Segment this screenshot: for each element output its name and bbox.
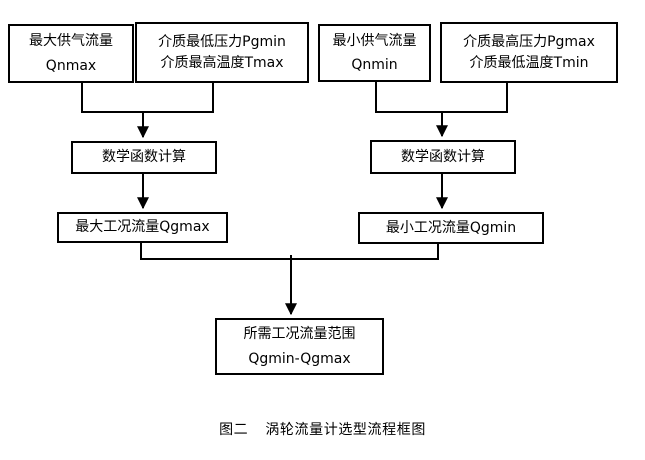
node-min-supply-flow-line-2: Qnmin	[351, 57, 398, 73]
node-max-pressure-min-temperature-line-2: 介质最低温度Tmin	[469, 55, 589, 71]
node-min-working-condition-flow: 最小工况流量Qgmin	[358, 212, 544, 244]
figure-caption-title: 涡轮流量计选型流程框图	[265, 422, 426, 438]
connector-qnmin-pgmax-to-calc-right	[375, 82, 508, 138]
node-required-flow-range-line-2: Qgmin-Qgmax	[248, 350, 351, 367]
node-math-function-calculation-left: 数学函数计算	[71, 141, 217, 174]
node-max-supply-flow-line-1: 最大供气流量	[29, 32, 113, 49]
node-min-pressure-max-temperature: 介质最低压力Pgmin 介质最高温度Tmax	[135, 22, 309, 83]
node-min-supply-flow-line-1: 最小供气流量	[332, 32, 417, 49]
node-required-flow-range-line-1: 所需工况流量范围	[243, 326, 356, 343]
node-math-function-calculation-left-label: 数学函数计算	[102, 149, 186, 166]
node-max-pressure-min-temperature-line-1: 介质最高压力Pgmax	[463, 33, 595, 50]
node-min-supply-flow: 最小供气流量 Qnmin	[318, 24, 431, 82]
figure-caption: 图二 涡轮流量计选型流程框图	[0, 419, 645, 439]
node-max-supply-flow: 最大供气流量 Qnmax	[8, 24, 134, 83]
node-max-pressure-min-temperature: 介质最高压力Pgmax 介质最低温度Tmin	[440, 22, 618, 83]
node-math-function-calculation-right: 数学函数计算	[370, 140, 516, 174]
connector-qgmax-qgmin-to-range	[140, 243, 439, 316]
node-min-pressure-max-temperature-line-1: 介质最低压力Pgmin	[158, 33, 286, 50]
node-min-pressure-max-temperature-line-2: 介质最高温度Tmax	[160, 55, 284, 71]
figure-caption-label: 图二	[219, 422, 249, 438]
connector-qnmax-pgmin-to-calc-left	[81, 83, 214, 139]
node-max-supply-flow-line-2: Qnmax	[45, 58, 97, 74]
node-required-flow-range: 所需工况流量范围 Qgmin-Qgmax	[215, 318, 384, 375]
node-max-working-condition-flow: 最大工况流量Qgmax	[57, 212, 228, 243]
node-math-function-calculation-right-label: 数学函数计算	[401, 148, 485, 165]
node-max-working-condition-flow-label: 最大工况流量Qgmax	[75, 219, 210, 236]
node-min-working-condition-flow-label: 最小工况流量Qgmin	[385, 219, 517, 236]
